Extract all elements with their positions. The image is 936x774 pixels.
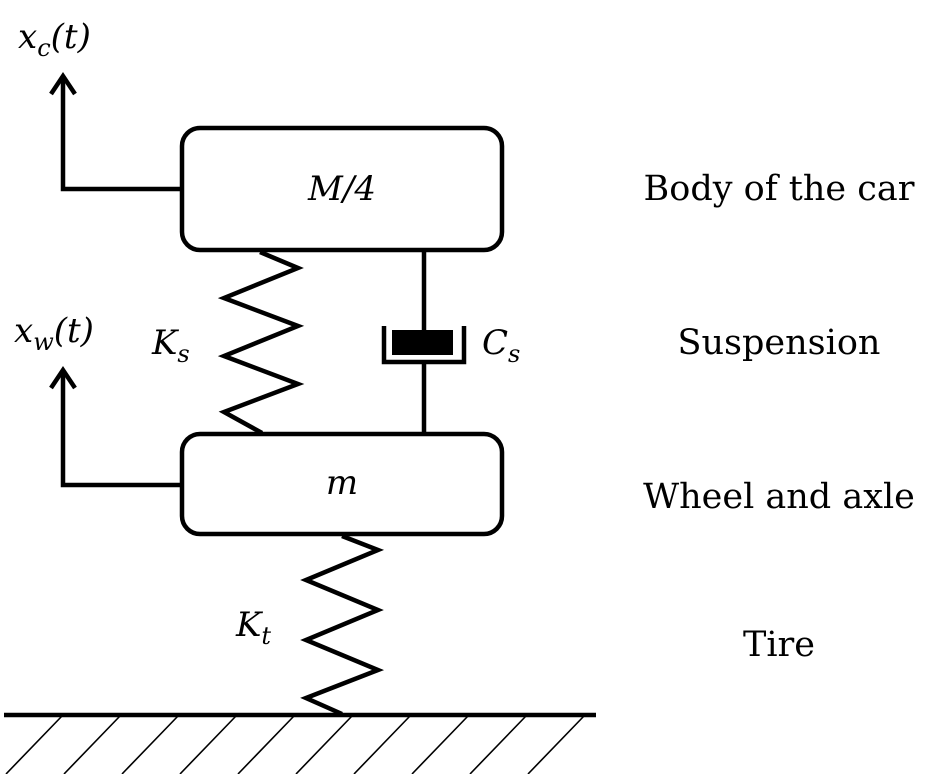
hatch-line	[527, 715, 585, 774]
hatch-line	[121, 715, 179, 774]
hatch-line	[353, 715, 411, 774]
hatch-line	[237, 715, 295, 774]
body-mass-label: M/4	[307, 169, 376, 209]
suspension-spring	[217, 249, 305, 435]
hatch-line	[295, 715, 353, 774]
xc-label: xc(t)	[18, 17, 91, 62]
ground-hatching	[5, 715, 585, 774]
suspension-damper	[381, 252, 467, 433]
kt-label: Kt	[235, 605, 271, 650]
tire-spring	[300, 533, 385, 717]
hatch-line	[5, 715, 63, 774]
ks-label: Ks	[151, 323, 190, 368]
hatch-line	[469, 715, 527, 774]
wheel-mass-label: m	[326, 463, 358, 503]
xw-label: xw(t)	[14, 311, 94, 356]
hatch-line	[63, 715, 121, 774]
hatch-line	[179, 715, 237, 774]
cs-label: Cs	[482, 323, 520, 368]
tire-label: Tire	[743, 625, 815, 665]
body-label: Body of the car	[644, 169, 915, 209]
body-mass-box	[179, 125, 505, 253]
hatch-line	[411, 715, 469, 774]
wheel-label: Wheel and axle	[643, 477, 915, 517]
suspension-label: Suspension	[678, 323, 881, 363]
xw-arrow	[49, 365, 182, 488]
wheel-mass-box	[179, 431, 505, 537]
xc-arrow	[49, 71, 182, 192]
ground	[4, 712, 596, 774]
